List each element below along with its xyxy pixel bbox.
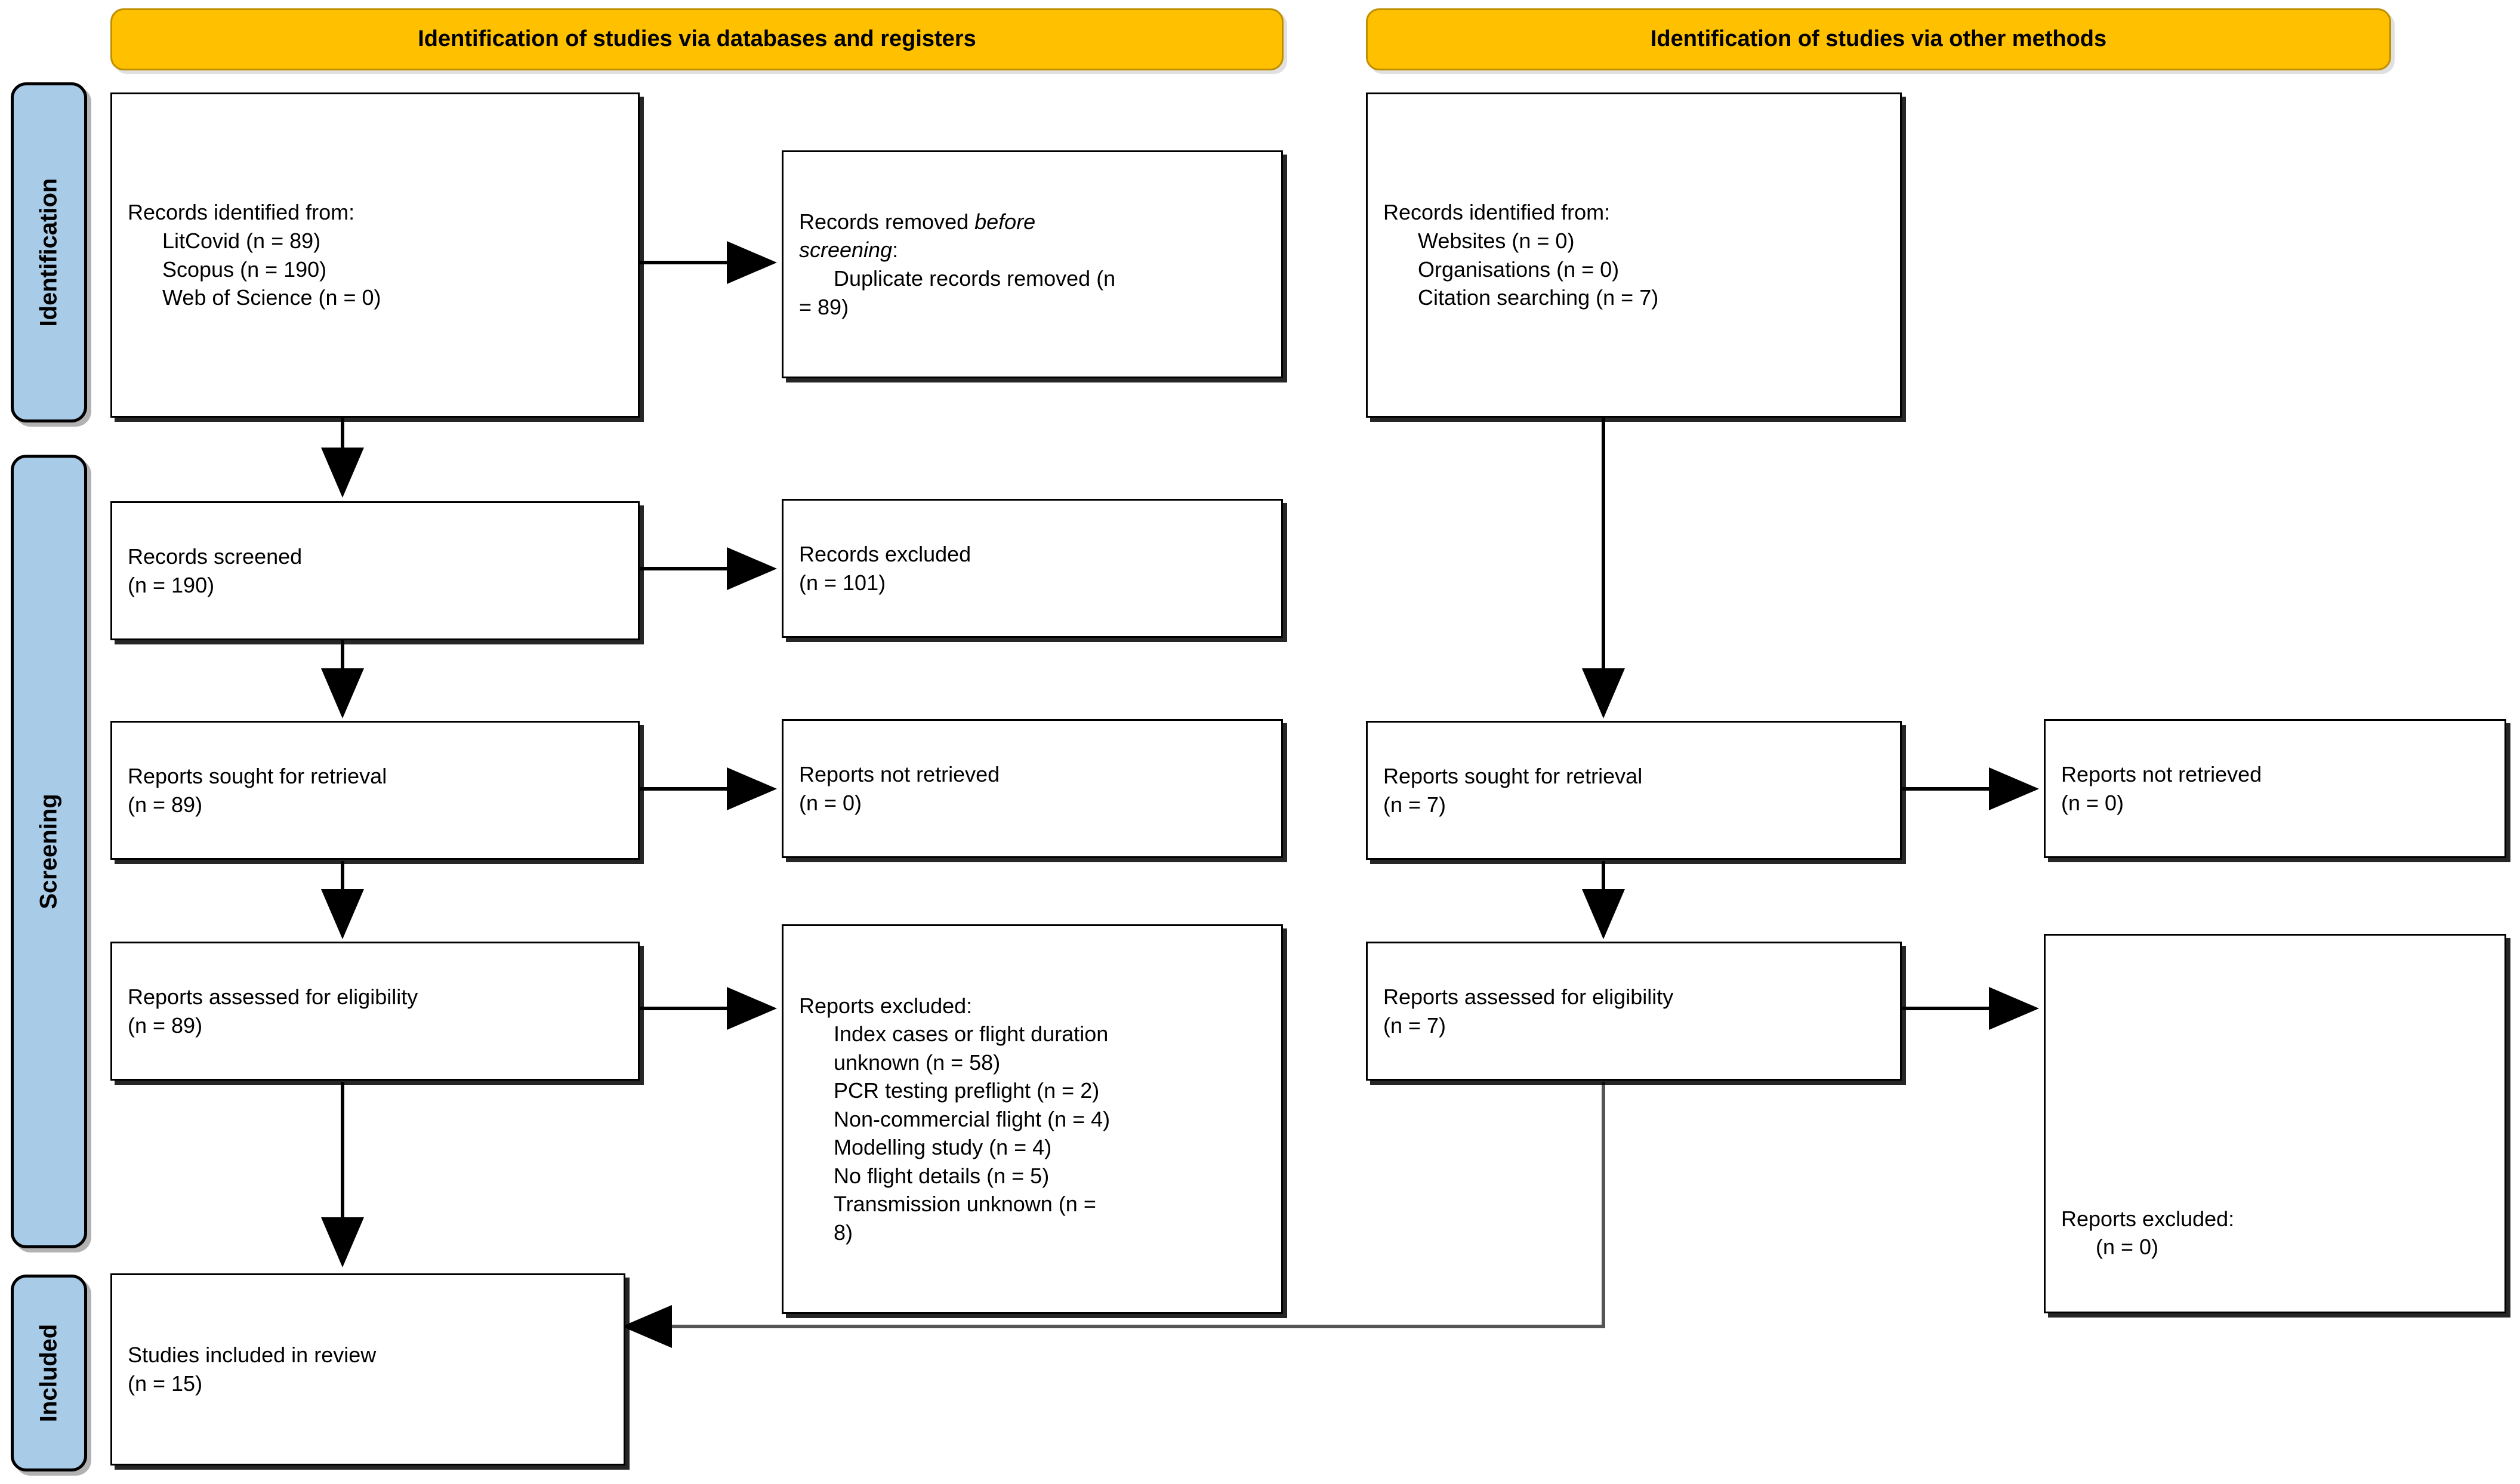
reports-excluded-item-4: Modelling study (n = 4) [834,1135,1052,1160]
box-reports-excluded-other: Reports excluded: (n = 0) [2044,934,2506,1313]
records-removed-subtitle-italic: screening [799,237,893,263]
box-records-removed-before-screening: Records removed before screening: Duplic… [782,150,1283,378]
reports-excluded-item-6: Transmission unknown (n = [834,1192,1096,1217]
reports-excluded-item-5: No flight details (n = 5) [834,1163,1050,1188]
box-reports-sought-other: Reports sought for retrieval (n = 7) [1366,721,1902,860]
records-removed-colon: : [892,237,899,263]
box-records-screened: Records screened (n = 190) [110,501,640,640]
reports-excluded-item-0: Index cases or flight duration [834,1022,1109,1047]
records-removed-item-0: Duplicate records removed (n [834,266,1116,291]
phase-identification-label: Identification [35,178,62,327]
reports-assessed-line2: (n = 89) [128,1013,203,1038]
header-other-label: Identification of studies via other meth… [1650,26,2107,52]
box-reports-not-retrieved-other: Reports not retrieved (n = 0) [2044,719,2506,858]
records-removed-subtitle: screening: [799,236,1266,264]
records-removed-item-1: = 89) [799,294,849,319]
records-identified-item-2: Web of Science (n = 0) [162,285,381,310]
records-identified-item-1: Scopus (n = 190) [162,257,327,282]
phase-tab-screening: Screening [11,455,87,1248]
box-reports-sought-databases: Reports sought for retrieval (n = 89) [110,721,640,860]
other-records-identified-item-2: Citation searching (n = 7) [1418,285,1659,310]
records-excluded-line1: Records excluded [799,541,971,566]
reports-assessed-line1: Reports assessed for eligibility [128,984,418,1009]
reports-excluded-title: Reports excluded: [799,993,973,1018]
header-other-methods: Identification of studies via other meth… [1366,8,2391,70]
reports-excluded-item-3: Non-commercial flight (n = 4) [834,1106,1111,1131]
other-records-identified-item-0: Websites (n = 0) [1418,228,1575,253]
header-databases-label: Identification of studies via databases … [418,26,976,52]
other-records-identified-title: Records identified from: [1383,200,1611,225]
reports-excluded-item-2: PCR testing preflight (n = 2) [834,1078,1100,1103]
reports-not-retrieved-line1: Reports not retrieved [799,761,1000,786]
box-records-excluded: Records excluded (n = 101) [782,499,1283,638]
records-removed-title: Records removed before [799,208,1266,236]
box-records-identified-other: Records identified from: Websites (n = 0… [1366,92,1902,418]
records-removed-title-text: Records removed [799,209,975,234]
records-identified-item-0: LitCovid (n = 89) [162,228,321,253]
studies-included-line2: (n = 15) [128,1371,203,1396]
records-identified-title: Records identified from: [128,200,355,225]
box-reports-excluded-databases: Reports excluded: Index cases or flight … [782,924,1283,1314]
other-reports-sought-line2: (n = 7) [1383,792,1446,817]
records-screened-line2: (n = 190) [128,572,215,597]
box-records-identified-databases: Records identified from: LitCovid (n = 8… [110,92,640,418]
records-screened-line1: Records screened [128,544,303,569]
reports-excluded-item-7: 8) [834,1220,853,1245]
other-reports-assessed-line2: (n = 7) [1383,1013,1446,1038]
records-removed-title-italic: before [974,209,1036,234]
other-reports-not-retrieved-line2: (n = 0) [2061,790,2124,815]
reports-sought-line2: (n = 89) [128,792,203,817]
other-reports-not-retrieved-line1: Reports not retrieved [2061,761,2262,786]
header-databases-registers: Identification of studies via databases … [110,8,1284,70]
phase-tab-identification: Identification [11,82,87,422]
box-studies-included: Studies included in review (n = 15) [110,1273,625,1466]
reports-excluded-item-1: unknown (n = 58) [834,1050,1001,1075]
phase-screening-label: Screening [35,794,62,909]
box-reports-not-retrieved-databases: Reports not retrieved (n = 0) [782,719,1283,858]
box-reports-assessed-databases: Reports assessed for eligibility (n = 89… [110,942,640,1081]
other-reports-assessed-line1: Reports assessed for eligibility [1383,984,1674,1009]
studies-included-line1: Studies included in review [128,1343,377,1368]
phase-included-label: Included [35,1323,62,1423]
other-reports-excluded-title: Reports excluded: [2061,1206,2235,1231]
other-records-identified-item-1: Organisations (n = 0) [1418,257,1620,282]
box-reports-assessed-other: Reports assessed for eligibility (n = 7) [1366,942,1902,1081]
reports-sought-line1: Reports sought for retrieval [128,763,387,788]
reports-not-retrieved-line2: (n = 0) [799,790,862,815]
other-reports-excluded-item-0: (n = 0) [2096,1235,2159,1260]
records-excluded-line2: (n = 101) [799,570,886,595]
other-reports-sought-line1: Reports sought for retrieval [1383,763,1643,788]
phase-tab-included: Included [11,1275,87,1471]
